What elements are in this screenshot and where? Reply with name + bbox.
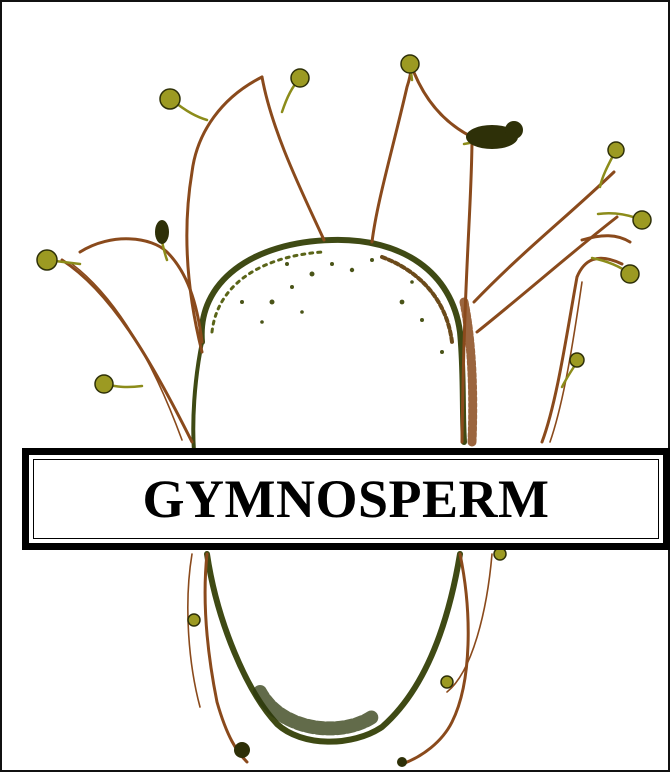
- title-banner-inner-border: GYMNOSPERM: [33, 459, 659, 539]
- title-banner: GYMNOSPERM: [22, 448, 670, 550]
- title-banner-frame: GYMNOSPERM: [27, 453, 665, 545]
- page-title: GYMNOSPERM: [143, 472, 550, 526]
- bract-outline-icon: [62, 57, 630, 764]
